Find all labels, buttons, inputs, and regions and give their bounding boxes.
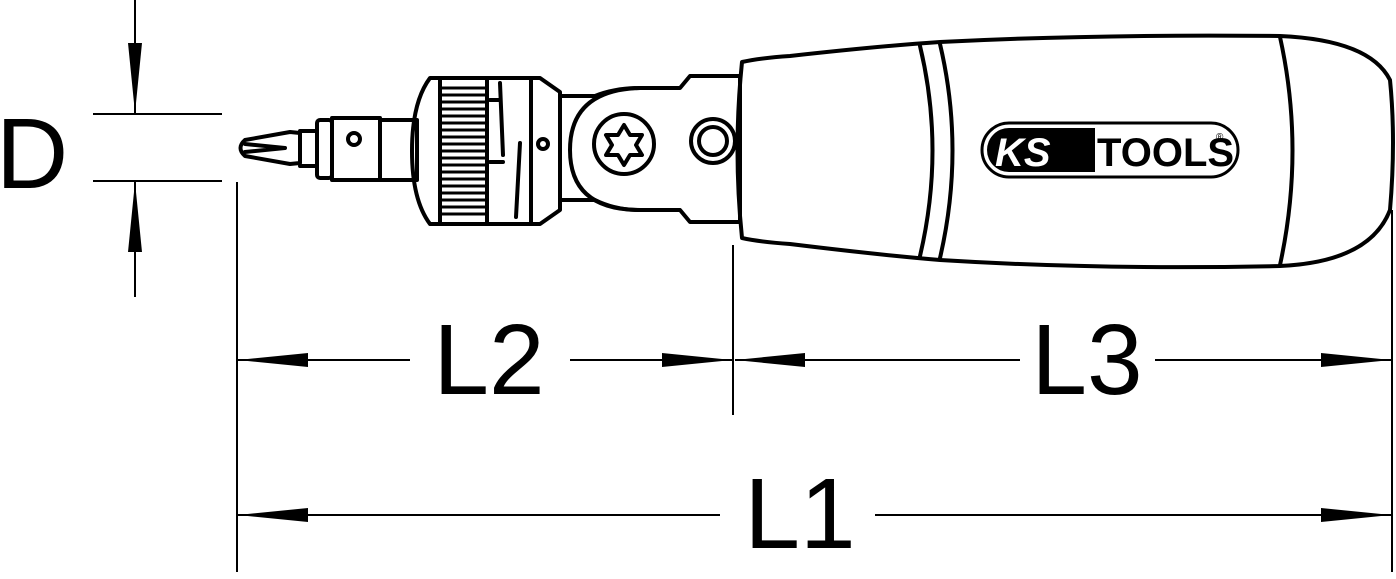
handle xyxy=(735,33,1395,270)
diameter-dimension: D xyxy=(0,0,222,297)
label-l1: L1 xyxy=(744,458,855,570)
svg-text:®: ® xyxy=(1216,132,1224,143)
l1-dimension: L1 xyxy=(238,458,1391,570)
bit xyxy=(238,129,319,168)
svg-text:KS: KS xyxy=(995,131,1051,175)
l3-dimension: L3 xyxy=(735,304,1391,416)
ks-tools-logo: KS TOOLS ® xyxy=(980,121,1240,179)
torque-dial xyxy=(410,76,562,226)
label-l2: L2 xyxy=(433,304,544,416)
joint xyxy=(558,74,742,224)
svg-text:TOOLS: TOOLS xyxy=(1097,131,1234,175)
label-l3: L3 xyxy=(1031,304,1142,416)
torx-screw-icon xyxy=(592,112,656,176)
l2-dimension: L2 xyxy=(238,304,732,416)
chuck xyxy=(315,116,419,182)
label-d: D xyxy=(0,98,68,210)
